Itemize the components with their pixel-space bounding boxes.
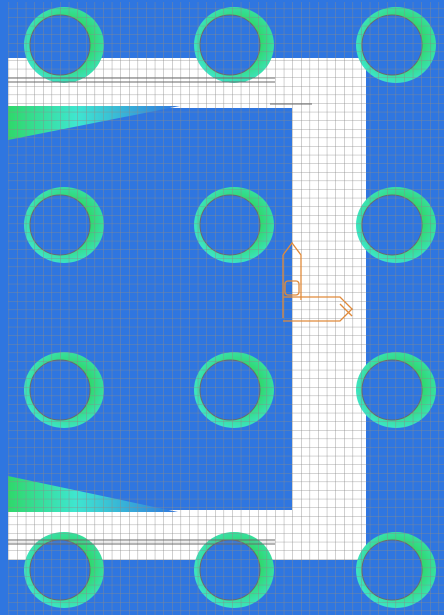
- mesh-grid: [8, 2, 444, 615]
- coordinate-triad-icon: [282, 241, 353, 322]
- strip-lines: [8, 77, 312, 545]
